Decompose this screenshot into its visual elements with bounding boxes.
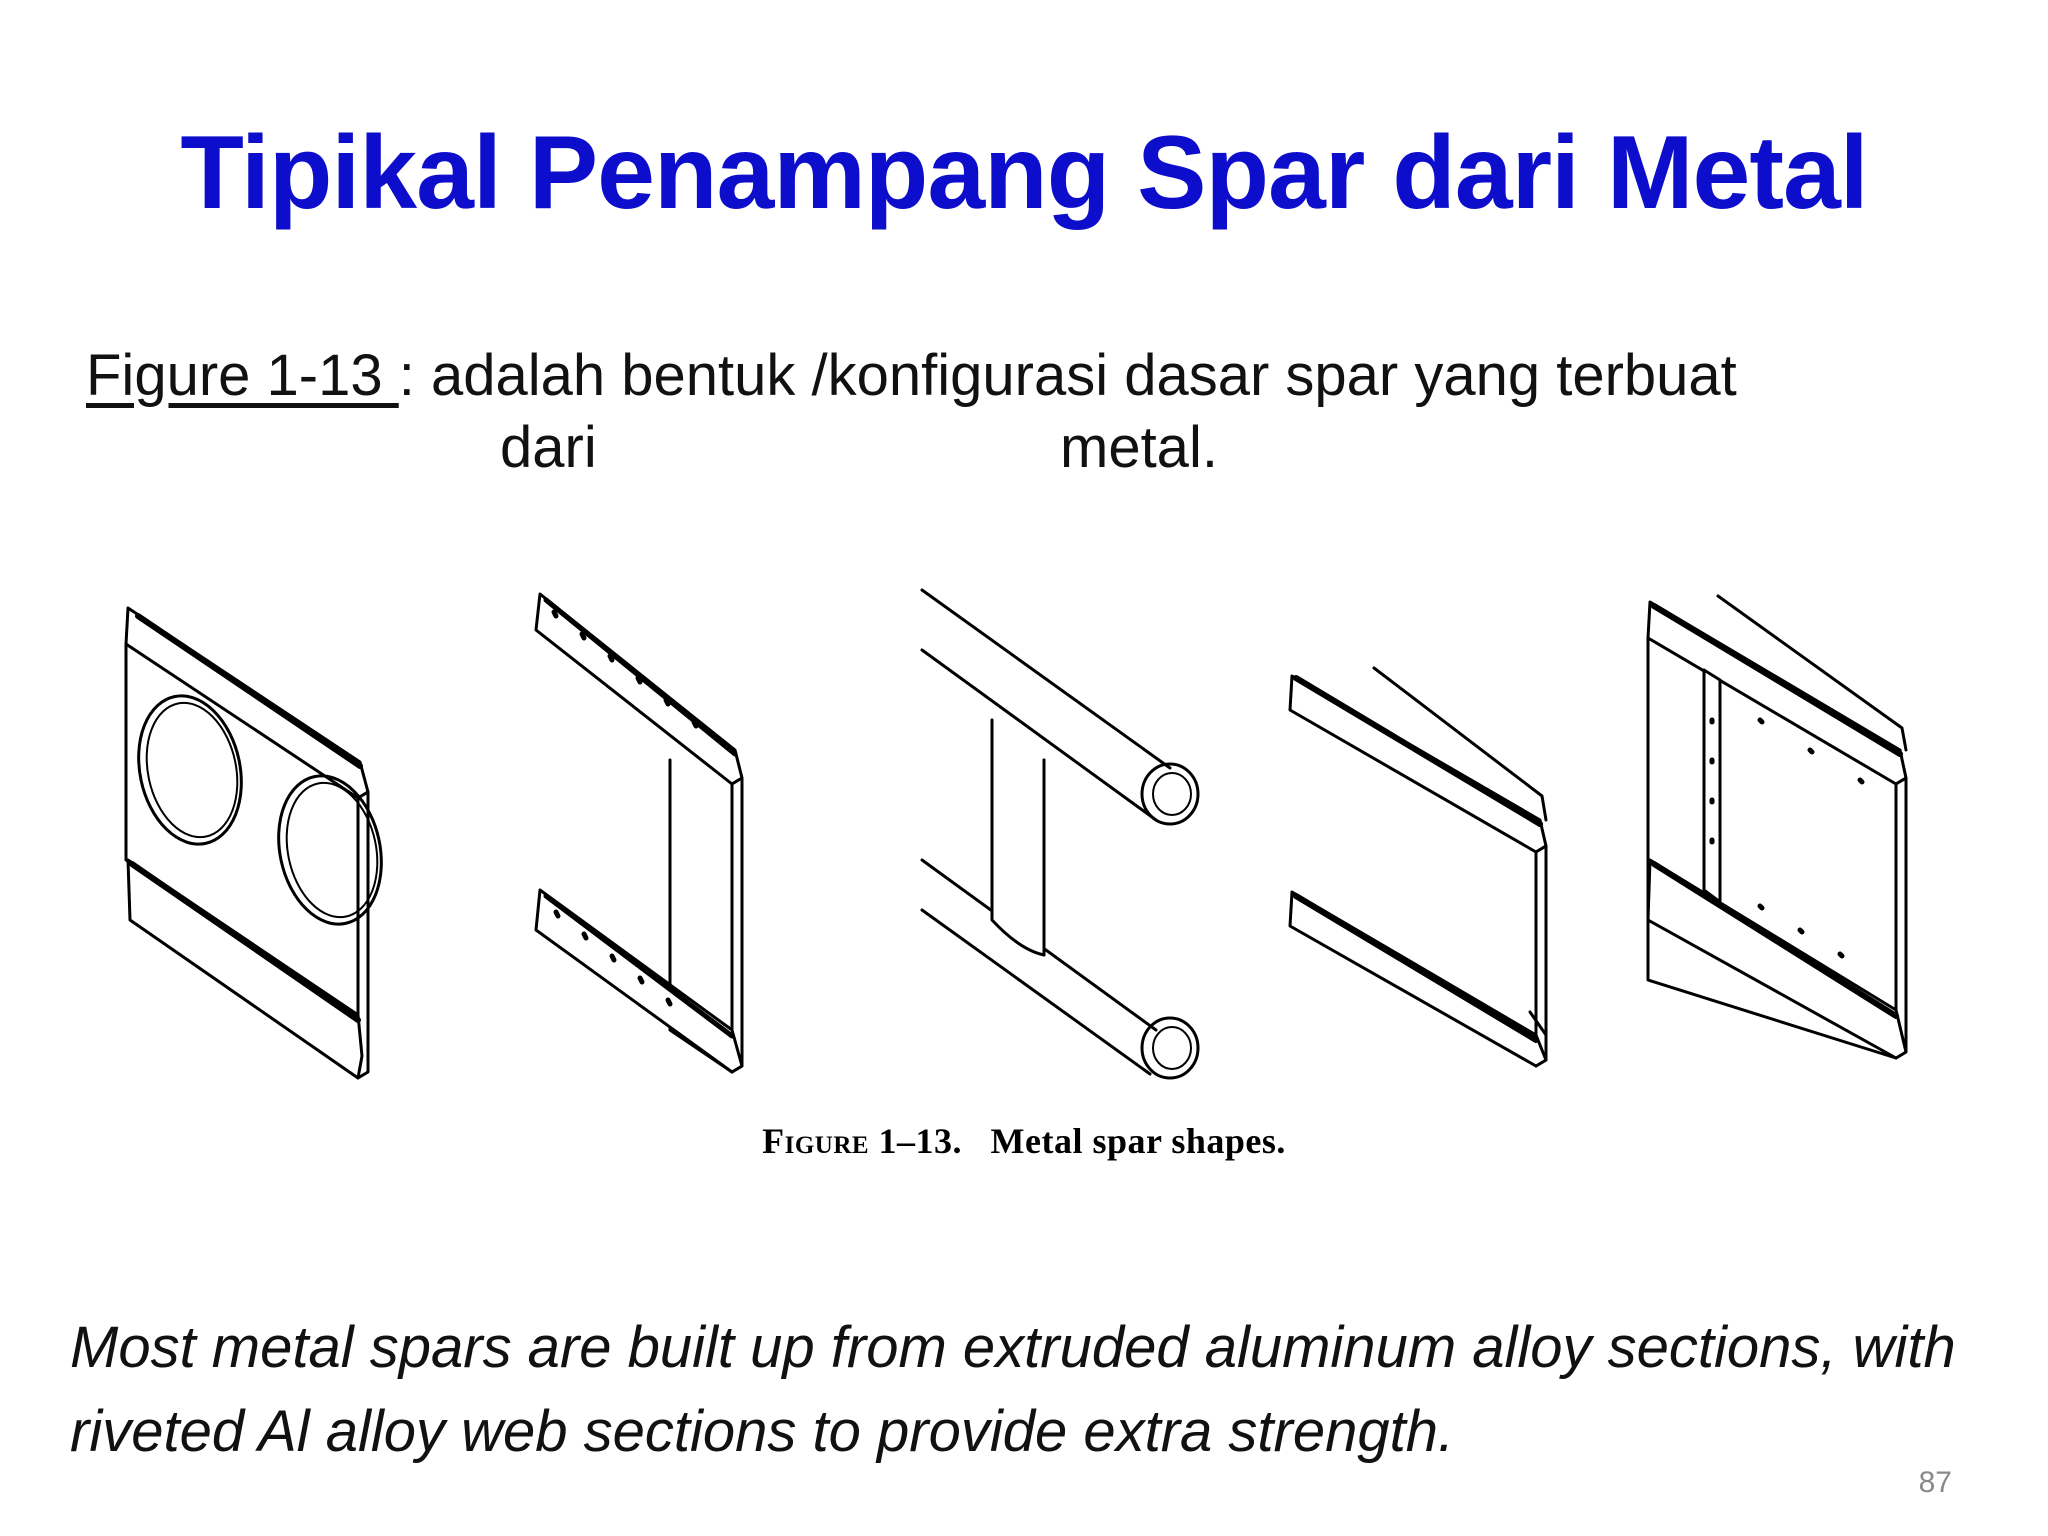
intro-line-2: dari metal. xyxy=(86,412,1946,484)
rivet-row-bottom xyxy=(553,909,673,1007)
lightening-hole-spar-drawing xyxy=(124,606,383,1080)
spar-shapes-figure xyxy=(110,560,1990,1080)
caption-label: Figure 1–13. xyxy=(762,1121,963,1161)
intro-paragraph: Figure 1-13 : adalah bentuk /konfigurasi… xyxy=(86,340,1946,484)
intro-word-dari: dari xyxy=(500,415,597,480)
figure-reference: Figure 1-13 xyxy=(86,343,399,408)
summary-note: Most metal spars are built up from extru… xyxy=(70,1315,1956,1464)
figure-caption: Figure 1–13. Metal spar shapes. xyxy=(0,1120,2048,1162)
riveted-web-spar-drawing xyxy=(1646,594,1908,1060)
intro-line-1: Figure 1-13 : adalah bentuk /konfigurasi… xyxy=(86,340,1946,412)
caption-text: Metal spar shapes. xyxy=(990,1121,1286,1161)
rivet-pattern xyxy=(1709,717,1865,959)
built-up-channel-spar-drawing xyxy=(534,592,744,1074)
slide-title: Tipikal Penampang Spar dari Metal xyxy=(180,115,1868,231)
rivet-row-top xyxy=(551,609,699,729)
page-number: 87 xyxy=(1918,1466,1952,1499)
spar-shapes-illustration xyxy=(124,588,1908,1080)
intro-text: : adalah bentuk /konfigurasi dasar spar … xyxy=(398,343,1737,408)
i-beam-spar-drawing xyxy=(1288,666,1548,1068)
tube-cap-spar-drawing xyxy=(920,588,1200,1080)
intro-word-metal: metal. xyxy=(1060,415,1218,480)
